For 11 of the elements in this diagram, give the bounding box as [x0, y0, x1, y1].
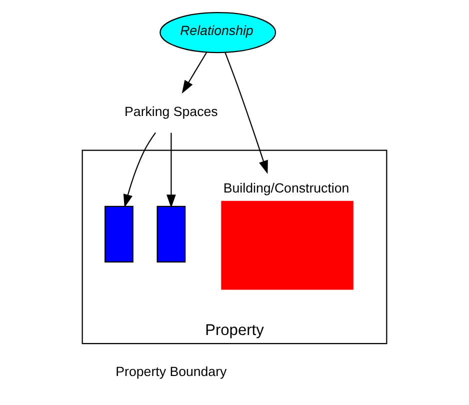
arrow	[224, 52, 268, 174]
node-box	[156, 206, 186, 262]
arrow	[182, 52, 208, 94]
node-text: Parking Spaces	[124, 104, 218, 119]
node-label: Property Boundary	[116, 364, 227, 379]
arrow	[123, 132, 156, 208]
node-ellipse: Relationship	[160, 12, 276, 54]
arrow	[166, 132, 176, 208]
node-box	[104, 206, 134, 262]
node-label: Building/Construction	[223, 180, 350, 196]
node-box	[221, 200, 354, 290]
